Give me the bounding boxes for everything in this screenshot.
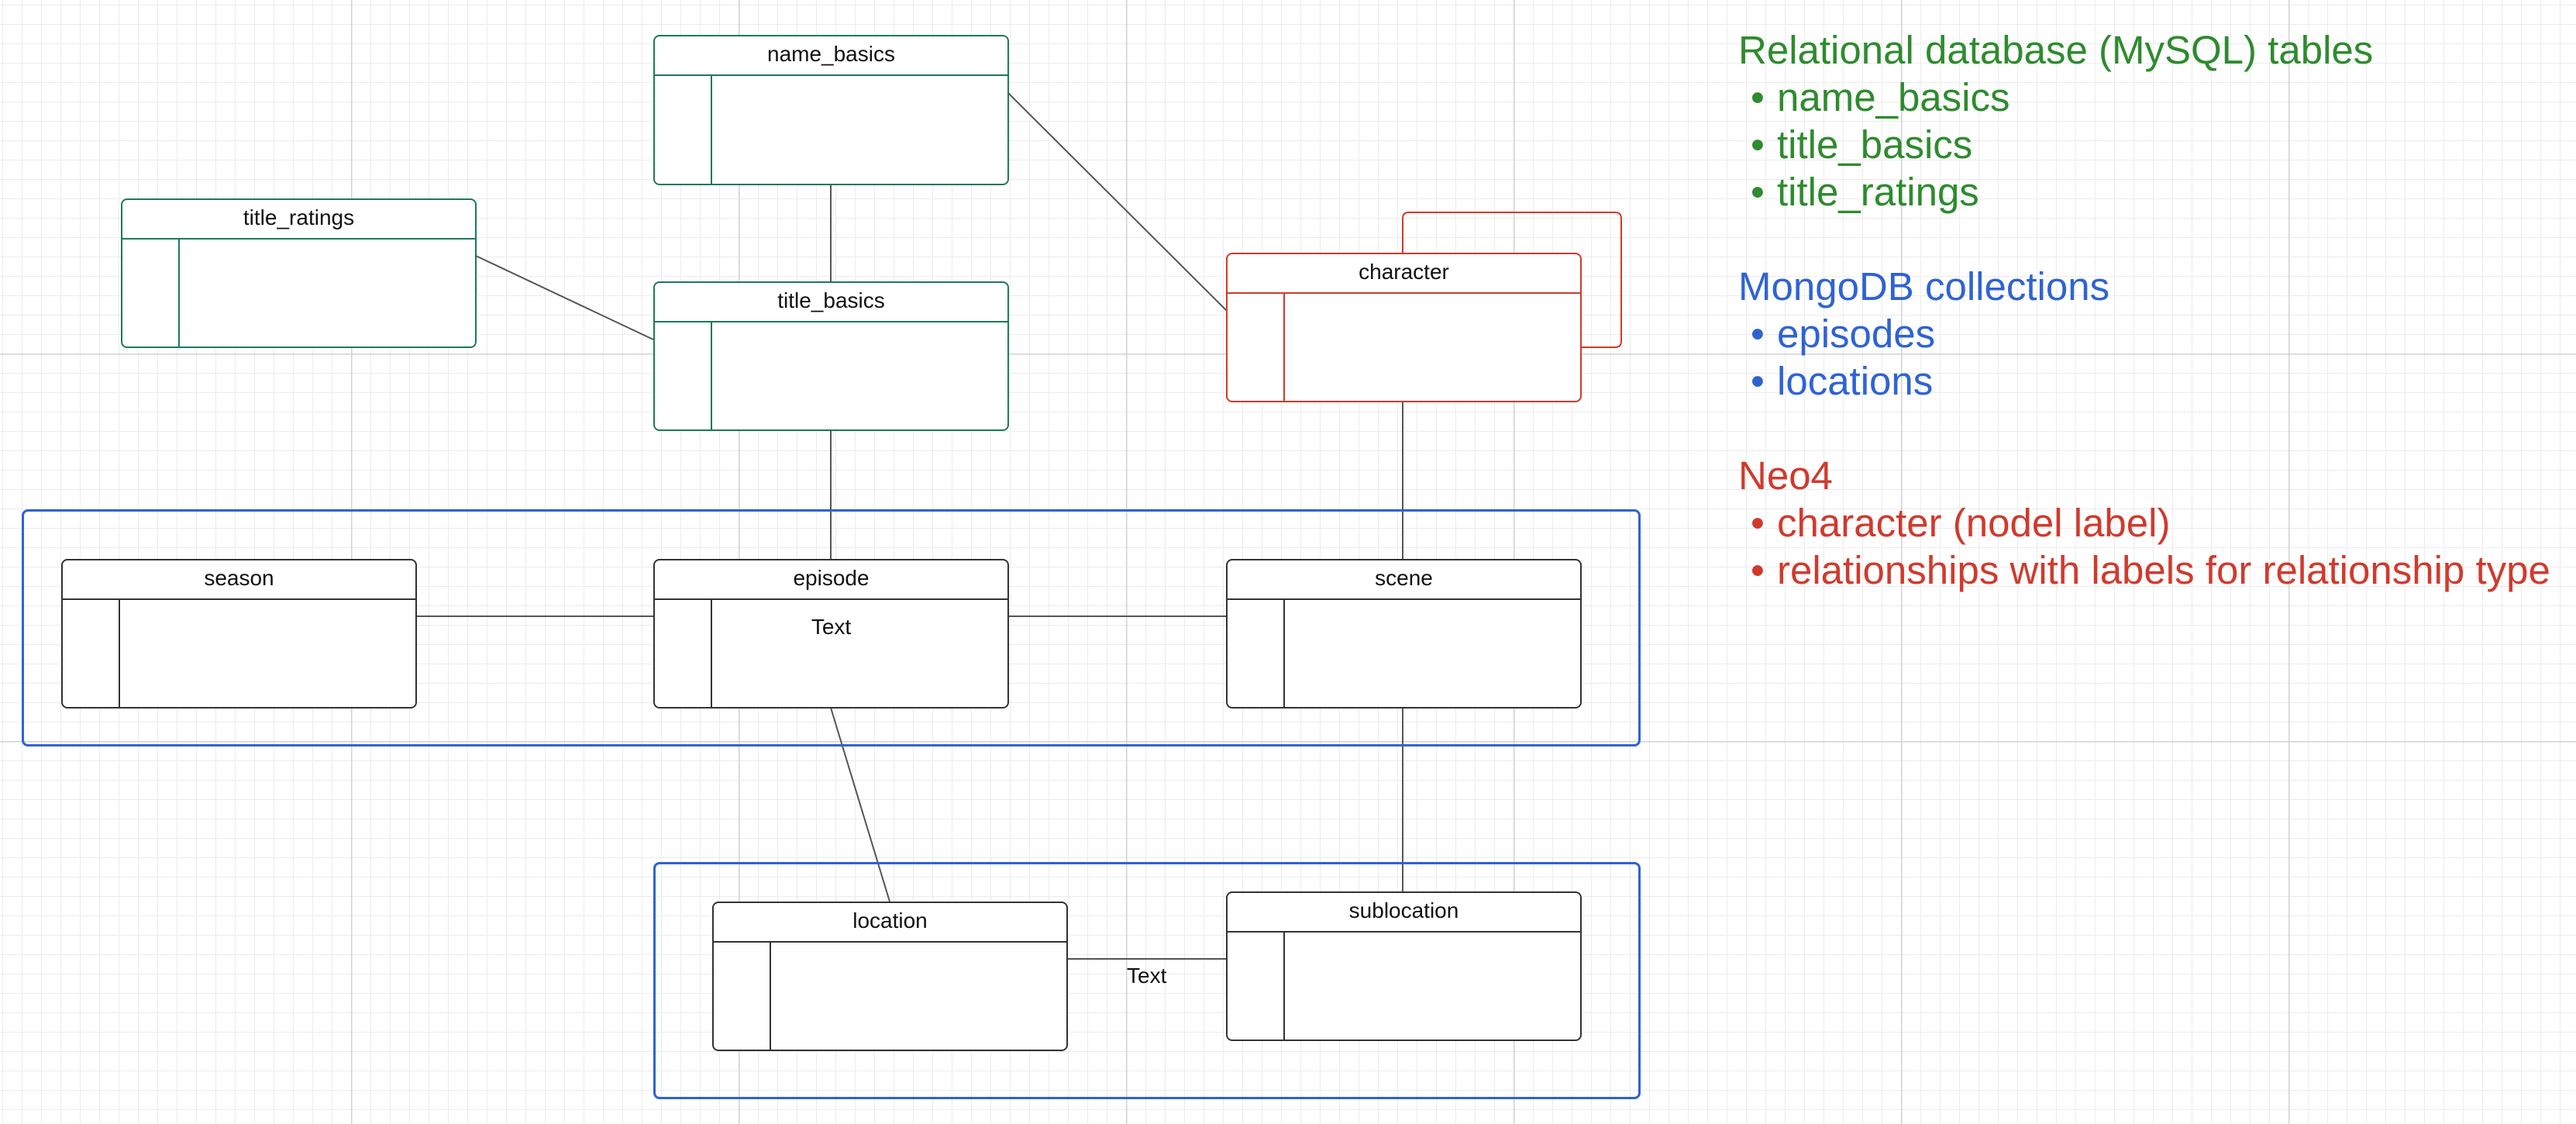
legend-item: • title_ratings	[1738, 168, 2550, 215]
legend-item: • character (nodel label)	[1738, 499, 2550, 546]
entity-title: title_basics	[655, 283, 1007, 322]
entity-title: character	[1228, 254, 1580, 294]
legend-section-relational: Relational database (MySQL) tables • name…	[1738, 26, 2550, 215]
key-column-divider	[711, 322, 712, 429]
bullet-icon: •	[1751, 359, 1765, 403]
entity-name-basics[interactable]: name_basics	[653, 35, 1009, 185]
key-column-divider	[770, 943, 771, 1050]
legend-heading-relational: Relational database (MySQL) tables	[1738, 28, 2374, 72]
self-link-character	[1402, 212, 1622, 348]
entity-title: location	[714, 903, 1066, 943]
legend-item: • name_basics	[1738, 74, 2550, 121]
bullet-icon: •	[1751, 548, 1765, 592]
legend-item: • title_basics	[1738, 121, 2550, 168]
entity-title: season	[63, 560, 415, 600]
key-column-divider	[711, 600, 712, 707]
legend-item-label: title_basics	[1777, 122, 1973, 167]
edge-label-location-sublocation[interactable]: Text	[1127, 964, 1167, 988]
link-episode-location	[830, 707, 890, 902]
entity-season[interactable]: season	[61, 559, 417, 709]
key-column-divider	[711, 76, 712, 184]
key-column-divider	[119, 600, 120, 707]
legend-item: • relationships with labels for relations…	[1738, 546, 2550, 594]
entity-scene[interactable]: scene	[1226, 559, 1582, 709]
bullet-icon: •	[1751, 122, 1765, 167]
bullet-icon: •	[1751, 75, 1765, 119]
entity-character[interactable]: character	[1226, 253, 1582, 402]
entity-episode[interactable]: episode Text	[653, 559, 1009, 709]
entity-title: title_ratings	[122, 200, 475, 240]
entity-sublocation[interactable]: sublocation	[1226, 891, 1582, 1041]
entity-title-basics[interactable]: title_basics	[653, 281, 1009, 431]
mongodb-episodes-group	[22, 509, 1641, 746]
entity-body-text: Text	[811, 615, 852, 639]
key-column-divider	[1283, 933, 1285, 1040]
mongodb-locations-group	[653, 862, 1641, 1099]
legend-item-label: locations	[1777, 359, 1934, 403]
key-column-divider	[1283, 294, 1285, 401]
legend-item-label: character (nodel label)	[1777, 501, 2171, 545]
bullet-icon: •	[1751, 170, 1765, 214]
key-column-divider	[178, 240, 180, 347]
bullet-icon: •	[1751, 312, 1765, 356]
legend-item: • locations	[1738, 357, 2550, 405]
legend-heading-mongodb: MongoDB collections	[1738, 264, 2110, 309]
storage-legend: Relational database (MySQL) tables • name…	[1738, 26, 2550, 641]
legend-heading-neo4j: Neo4	[1738, 453, 1833, 498]
legend-item-label: relationships with labels for relationsh…	[1777, 548, 2550, 592]
legend-section-neo4j: Neo4 • character (nodel label) • relations…	[1738, 452, 2550, 594]
legend-item-label: title_ratings	[1777, 170, 1979, 214]
legend-section-mongodb: MongoDB collections • episodes • locations	[1738, 263, 2550, 405]
entity-title: sublocation	[1228, 893, 1580, 933]
entity-title: episode	[655, 560, 1007, 600]
legend-item-label: name_basics	[1777, 75, 2010, 119]
entity-title-ratings[interactable]: title_ratings	[121, 198, 477, 348]
link-title-ratings-title-basics	[475, 255, 654, 340]
entity-title: scene	[1228, 560, 1580, 600]
entity-title: name_basics	[655, 36, 1007, 76]
entity-location[interactable]: location	[712, 902, 1068, 1051]
legend-item-label: episodes	[1777, 312, 1936, 356]
bullet-icon: •	[1751, 501, 1765, 545]
key-column-divider	[1283, 600, 1285, 707]
legend-item: • episodes	[1738, 310, 2550, 357]
link-name-basics-character	[1007, 92, 1227, 311]
